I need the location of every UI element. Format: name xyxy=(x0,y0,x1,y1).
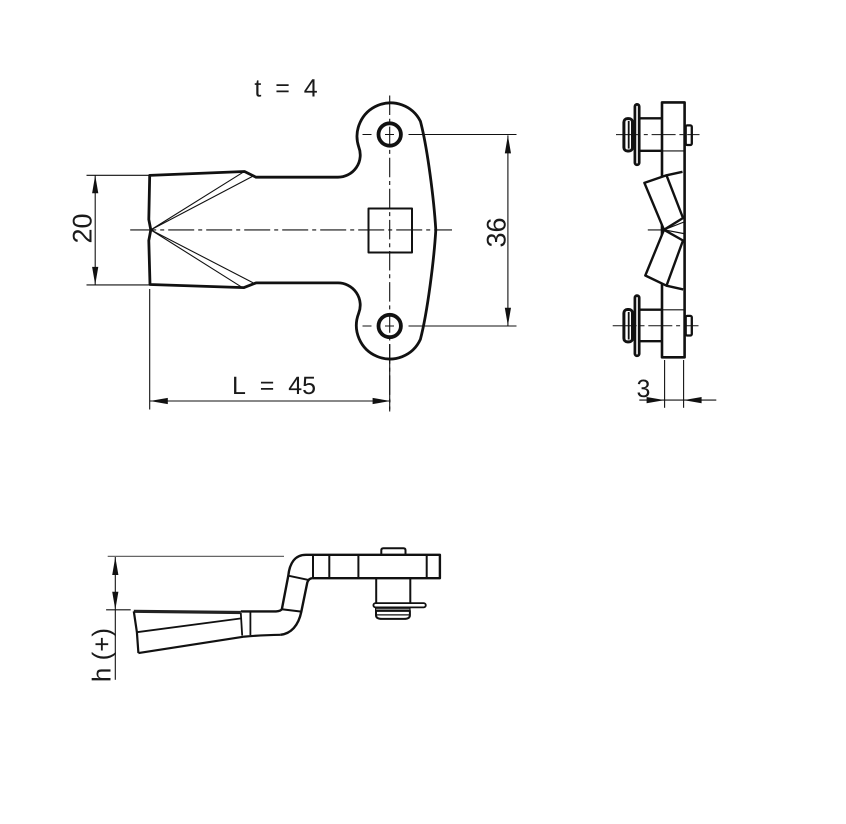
svg-text:t = 4: t = 4 xyxy=(254,75,317,103)
svg-text:20: 20 xyxy=(68,213,98,243)
svg-text:36: 36 xyxy=(482,217,512,247)
svg-text:3: 3 xyxy=(637,375,651,403)
svg-text:h (+): h (+) xyxy=(87,628,117,682)
svg-text:L = 45: L = 45 xyxy=(232,372,316,400)
